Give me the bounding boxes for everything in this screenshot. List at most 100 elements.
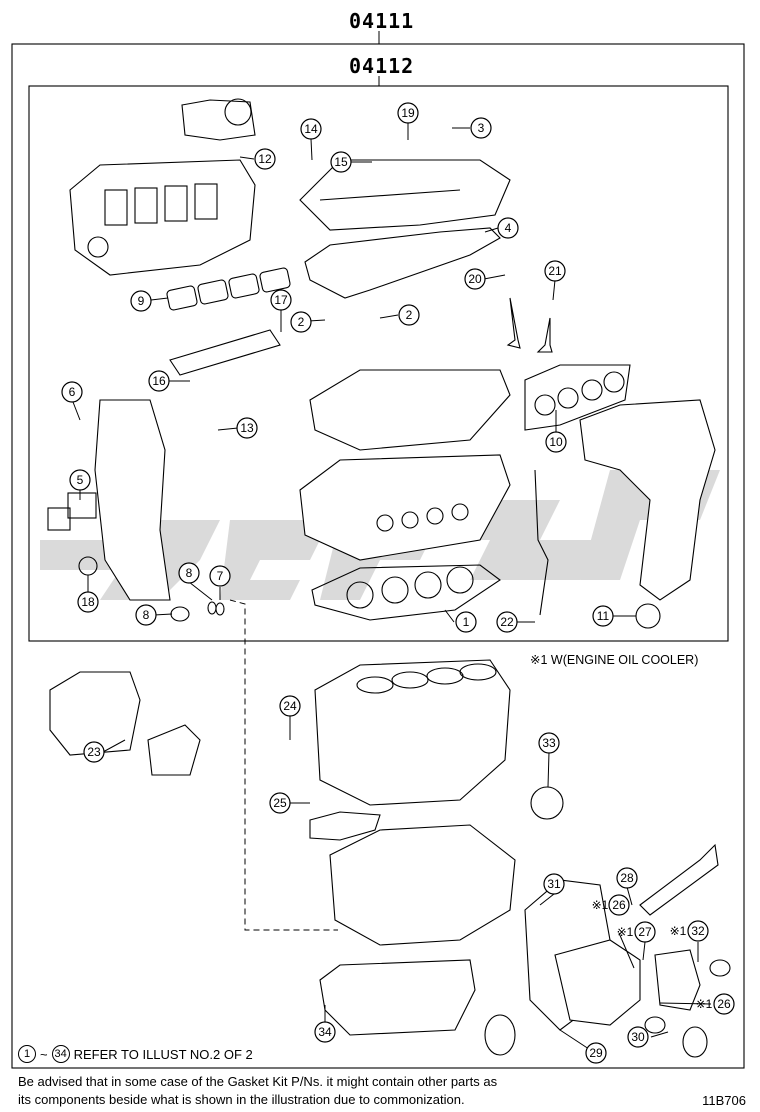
callout-28: 28 bbox=[616, 867, 638, 889]
oil-seal-11 bbox=[635, 603, 661, 629]
callout-25: 25 bbox=[269, 792, 291, 814]
disclaimer-line-2: its components beside what is shown in t… bbox=[18, 1092, 465, 1107]
callout-8-lower: 8 bbox=[135, 604, 157, 626]
callout-22: 22 bbox=[496, 611, 518, 633]
callout-23: 23 bbox=[83, 741, 105, 763]
svg-text:24: 24 bbox=[283, 699, 297, 713]
callout-4: 4 bbox=[497, 217, 519, 239]
o-ring-7 bbox=[215, 602, 225, 616]
svg-text:34: 34 bbox=[318, 1025, 332, 1039]
cylinder-head-gasket bbox=[311, 564, 501, 621]
refer-tilde: ~ bbox=[40, 1046, 48, 1062]
water-inlet bbox=[47, 507, 71, 531]
refer-end-circle: 34 bbox=[51, 1045, 70, 1063]
svg-text:2: 2 bbox=[406, 308, 413, 322]
union-fitting bbox=[644, 1016, 666, 1034]
svg-text:29: 29 bbox=[589, 1046, 603, 1060]
svg-text:14: 14 bbox=[304, 122, 318, 136]
oil-cooler-note: ※1 W(ENGINE OIL COOLER) bbox=[530, 653, 699, 667]
callout-20: 20 bbox=[464, 268, 486, 290]
callout-26-marked-a: ※1 26 bbox=[592, 894, 630, 916]
callout-6: 6 bbox=[61, 381, 83, 403]
svg-text:16: 16 bbox=[152, 374, 166, 388]
cylinder-block bbox=[314, 659, 511, 806]
oil-cooler bbox=[654, 949, 701, 1011]
svg-text:28: 28 bbox=[620, 871, 634, 885]
water-inlet-gasket bbox=[67, 492, 97, 519]
union-bolt bbox=[709, 959, 731, 977]
callout-17: 17 bbox=[270, 289, 292, 311]
exhaust-valve bbox=[536, 317, 553, 353]
svg-text:10: 10 bbox=[549, 435, 563, 449]
svg-text:18: 18 bbox=[81, 595, 95, 609]
kit-inner-code: 04112 bbox=[349, 54, 415, 78]
svg-text:13: 13 bbox=[240, 421, 254, 435]
exhaust-manifold-gasket bbox=[524, 364, 631, 431]
svg-text:17: 17 bbox=[274, 293, 288, 307]
callout-29: 29 bbox=[585, 1042, 607, 1064]
callout-34: 34 bbox=[314, 1021, 336, 1043]
svg-text:6: 6 bbox=[69, 385, 76, 399]
callout-14: 14 bbox=[300, 118, 322, 140]
callout-33: 33 bbox=[538, 732, 560, 754]
svg-text:19: 19 bbox=[401, 106, 415, 120]
svg-text:8: 8 bbox=[186, 566, 193, 580]
svg-text:※1: ※1 bbox=[670, 924, 687, 938]
callout-2-upper: 2 bbox=[398, 304, 420, 326]
callout-2-lower: 2 bbox=[290, 311, 312, 333]
svg-text:32: 32 bbox=[691, 924, 705, 938]
o-ring-8b bbox=[207, 601, 217, 615]
fuel-delivery-pipe bbox=[169, 329, 281, 376]
callout-8-upper: 8 bbox=[178, 562, 200, 584]
refer-text: REFER TO ILLUST NO.2 OF 2 bbox=[73, 1046, 253, 1062]
cylinder-head-cover bbox=[299, 159, 511, 231]
throttle-body bbox=[181, 98, 256, 141]
callout-16: 16 bbox=[148, 370, 170, 392]
rear-crankshaft-seal bbox=[530, 786, 564, 820]
svg-text:※1: ※1 bbox=[696, 997, 713, 1011]
crankshaft-pulley bbox=[484, 1014, 516, 1056]
svg-text:12: 12 bbox=[258, 152, 272, 166]
cylinder-head bbox=[299, 454, 511, 561]
refer-start-circle: 1 bbox=[18, 1045, 36, 1063]
disclaimer-line-1: Be advised that in some case of the Gask… bbox=[18, 1074, 498, 1089]
oil-level-gauge-guide bbox=[534, 469, 549, 616]
callout-3: 3 bbox=[470, 117, 492, 139]
callout-18: 18 bbox=[77, 591, 99, 613]
stiffening-crankcase bbox=[329, 824, 516, 946]
oil-level-gauge bbox=[639, 843, 719, 916]
callout-21: 21 bbox=[544, 260, 566, 282]
svg-text:7: 7 bbox=[217, 569, 224, 583]
svg-text:26: 26 bbox=[717, 997, 731, 1011]
refer-note: 1 ~ 34 REFER TO ILLUST NO.2 OF 2 bbox=[18, 1045, 253, 1063]
svg-text:2: 2 bbox=[298, 315, 305, 329]
svg-text:21: 21 bbox=[548, 264, 562, 278]
intake-manifold bbox=[69, 159, 256, 276]
svg-text:3: 3 bbox=[478, 121, 485, 135]
svg-text:27: 27 bbox=[638, 925, 652, 939]
oil-pan bbox=[319, 959, 476, 1036]
outer-kit-frame bbox=[11, 43, 745, 1069]
timing-chain-cover bbox=[94, 399, 171, 601]
kit-outer-code: 04111 bbox=[349, 9, 415, 33]
svg-text:31: 31 bbox=[547, 877, 561, 891]
svg-text:30: 30 bbox=[631, 1030, 645, 1044]
svg-text:15: 15 bbox=[334, 155, 348, 169]
o-ring-8 bbox=[170, 606, 190, 622]
callout-7: 7 bbox=[209, 565, 231, 587]
svg-text:33: 33 bbox=[542, 736, 556, 750]
camshaft-housing bbox=[309, 369, 511, 451]
exhaust-manifold-catalyst bbox=[579, 399, 716, 601]
svg-text:8: 8 bbox=[143, 608, 150, 622]
callout-19: 19 bbox=[397, 102, 419, 124]
svg-text:20: 20 bbox=[468, 272, 482, 286]
water-pump-cover bbox=[49, 671, 141, 756]
svg-text:4: 4 bbox=[505, 221, 512, 235]
intake-gasket-set bbox=[166, 267, 291, 311]
svg-text:11: 11 bbox=[597, 609, 610, 623]
intake-valve bbox=[506, 297, 521, 349]
callout-9: 9 bbox=[130, 290, 152, 312]
svg-text:※1: ※1 bbox=[617, 925, 634, 939]
svg-text:1: 1 bbox=[463, 615, 470, 629]
